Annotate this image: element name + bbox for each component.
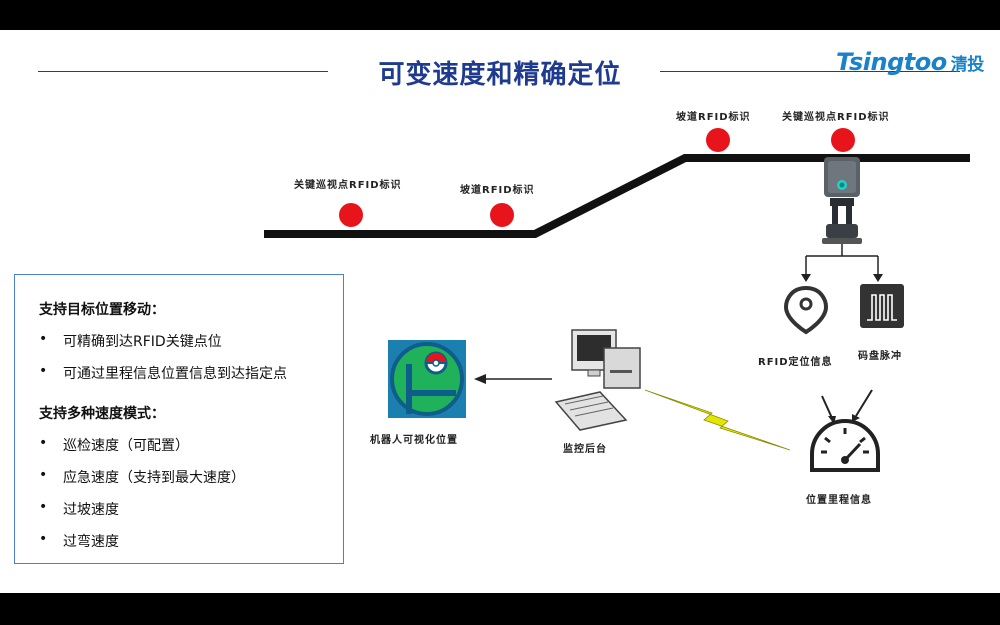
list-item: 过坡速度: [39, 499, 343, 519]
encoder-pulse-icon: [860, 284, 904, 328]
odometer-icon: [810, 389, 880, 472]
rfid-marker-key-top: [831, 128, 855, 152]
list-item: 应急速度（支持到最大速度）: [39, 467, 343, 487]
list-item: 过弯速度: [39, 531, 343, 551]
list-item: 可精确到达RFID关键点位: [39, 331, 343, 351]
label-key-rfid-top: 关键巡视点RFID标识: [782, 112, 890, 123]
location-pin-icon: [783, 285, 829, 335]
list-item: 巡检速度（可配置）: [39, 435, 343, 455]
label-slope-rfid-left: 坡道RFID标识: [460, 185, 535, 196]
list-item: 可通过里程信息位置信息到达指定点: [39, 363, 343, 383]
info-heading-target: 支持目标位置移动：: [39, 302, 165, 318]
logo-text: Tsingtoo: [836, 48, 947, 76]
label-robot-visual: 机器人可视化位置: [370, 435, 458, 446]
label-key-rfid-left: 关键巡视点RFID标识: [294, 180, 402, 191]
rfid-marker-slope-left: [490, 203, 514, 227]
page-title: 可变速度和精确定位: [378, 60, 622, 90]
info-list-speed: 巡检速度（可配置） 应急速度（支持到最大速度） 过坡速度 过弯速度: [39, 435, 343, 551]
label-encoder-pulse: 码盘脉冲: [858, 351, 902, 362]
label-position-odometer: 位置里程信息: [806, 495, 872, 506]
robot-map-icon: [388, 340, 466, 418]
info-heading-speed: 支持多种速度模式：: [39, 406, 165, 422]
robot-icon: [822, 157, 862, 244]
info-list-target: 可精确到达RFID关键点位 可通过里程信息位置信息到达指定点: [39, 331, 343, 383]
title-line-left: [38, 71, 328, 72]
title-line-right: [660, 71, 960, 72]
label-slope-rfid-top: 坡道RFID标识: [676, 112, 751, 123]
rfid-marker-slope-top: [706, 128, 730, 152]
track-line: [264, 154, 970, 238]
info-box: 支持目标位置移动： 可精确到达RFID关键点位 可通过里程信息位置信息到达指定点…: [14, 274, 344, 564]
label-rfid-location: RFID定位信息: [758, 357, 833, 368]
rfid-marker-key-left: [339, 203, 363, 227]
wireless-bolt-icon: [644, 389, 791, 451]
logo-cn: 清投: [950, 55, 985, 75]
computer-icon: [554, 329, 641, 431]
label-monitor-backend: 监控后台: [563, 444, 607, 455]
diagram-canvas: [264, 128, 970, 472]
